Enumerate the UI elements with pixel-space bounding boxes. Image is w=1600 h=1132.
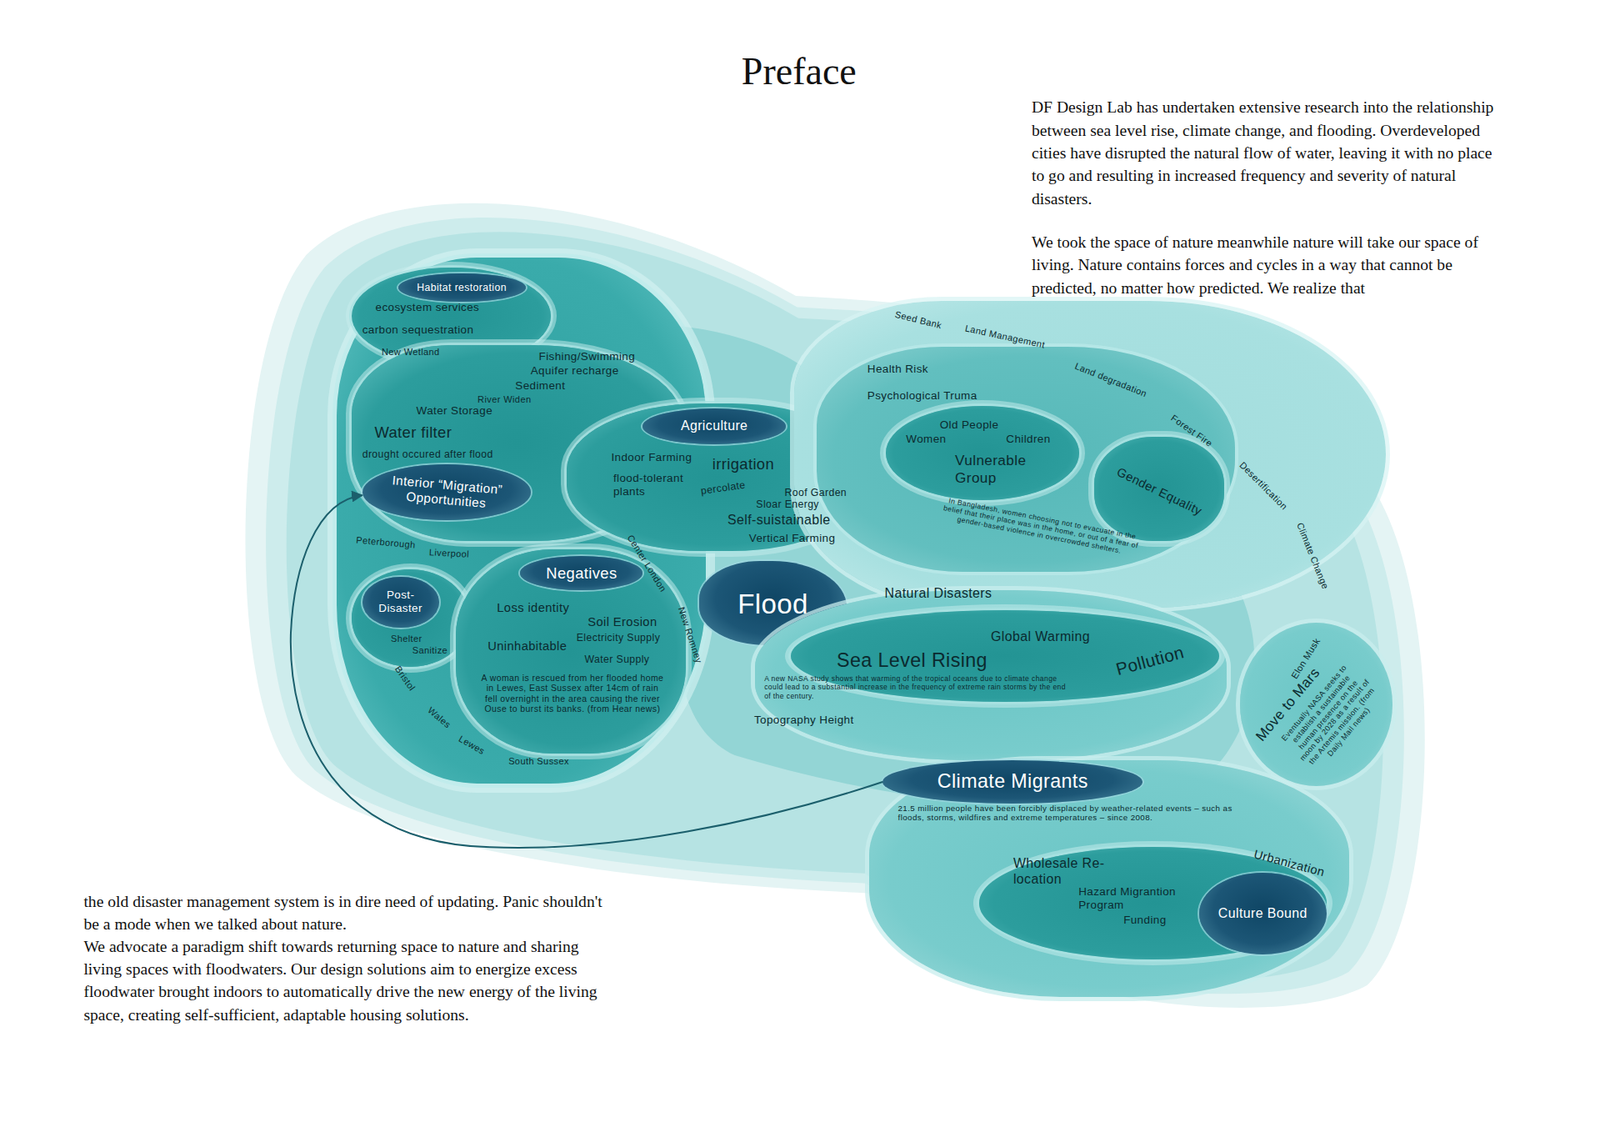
region-bubble: Health RiskPsychological TrumaIn Banglad… — [816, 346, 1235, 571]
region-bubble: Seed BankLand ManagementLand degradation… — [794, 300, 1386, 607]
keyword-label: Global Warming — [990, 629, 1090, 645]
dark-bubble: Interior “Migration” Opportunities — [362, 464, 531, 520]
region-bubble: Natural DisastersA new NASA study shows … — [755, 590, 1227, 760]
body-paragraph: We took the space of nature meanwhile na… — [1031, 230, 1504, 300]
keyword-label: Funding — [1123, 913, 1166, 927]
note-text: A woman is rescued from her flooded home… — [479, 672, 665, 715]
keyword-label: Women — [905, 432, 946, 446]
keyword-label: Seed Bank — [894, 309, 944, 332]
keyword-label: River Widen — [477, 394, 531, 405]
keyword-label: Gender Equality — [1114, 465, 1205, 519]
keyword-label: Fishing/Swimming — [539, 350, 636, 364]
body-paragraph: DF Design Lab has undertaken extensive r… — [1031, 95, 1504, 210]
keyword-label: Self-suistainable — [727, 512, 831, 529]
region-bubble: ShelterSanitize Post- Disaster — [351, 569, 470, 666]
keyword-label: carbon sequestration — [362, 323, 475, 337]
keyword-label: Roof Garden — [785, 486, 847, 499]
outer-band — [265, 217, 1405, 994]
keyword-label: Indoor Farming — [610, 450, 692, 465]
note-text: Vulnerable Group — [955, 451, 1057, 485]
keyword-label: Water Supply — [585, 653, 650, 665]
keyword-label: Children — [1005, 432, 1050, 446]
page-title: Preface — [741, 49, 857, 94]
note-text: Hazard Migrantion Program — [1078, 885, 1191, 912]
keyword-label: Climate Change — [1294, 521, 1331, 591]
bubble-title: Interior “Migration” Opportunities — [360, 470, 531, 515]
region-bubble: Gender Equality — [1094, 436, 1225, 541]
keyword-label: South Sussex — [508, 755, 570, 767]
bubble-title: Flood — [699, 586, 848, 620]
keyword-label: Shelter — [390, 633, 423, 645]
keyword-label: irrigation — [712, 455, 775, 474]
bubble-title: Agriculture — [642, 418, 785, 435]
keyword-label: Soil Erosion — [587, 615, 657, 630]
region-bubble: Elon MuskMove to MarsEventually NASA see… — [1240, 622, 1394, 786]
keyword-label: Uninhabitable — [487, 639, 567, 654]
note-text: flood-tolerant plants — [613, 471, 705, 499]
keyword-label: Liverpool — [428, 546, 470, 560]
dark-bubble: Culture Bound — [1199, 872, 1327, 955]
keyword-label: Peterborough — [355, 535, 416, 551]
keyword-label: Desertification — [1237, 459, 1290, 512]
keyword-label: Sanitize — [412, 645, 448, 656]
dark-bubble: Negatives — [520, 555, 643, 590]
keyword-label: Pollution — [1114, 642, 1187, 680]
keyword-label: Water Storage — [416, 404, 493, 418]
note-text: A new NASA study shows that warming of t… — [764, 674, 1070, 700]
keyword-label: Water filter — [374, 423, 452, 442]
keyword-label: Wales — [425, 704, 453, 730]
dark-bubble: Climate Migrants — [882, 760, 1143, 803]
bubble-title: Negatives — [520, 564, 643, 583]
keyword-label: ecosystem services — [375, 300, 480, 315]
keyword-label: Natural Disasters — [885, 585, 993, 602]
keyword-label: Lewes — [456, 733, 487, 757]
keyword-label: Aquifer recharge — [530, 364, 620, 378]
keyword-label: Topography Height — [754, 713, 855, 727]
keyword-label: New Wetland — [381, 346, 440, 358]
note-text: 21.5 million people have been forcibly d… — [898, 803, 1245, 823]
region-bubble: Old PeopleWomen ChildrenVulnerable Group — [885, 405, 1080, 500]
keyword-label: Old People — [940, 418, 1000, 432]
region-bubble: 21.5 million people have been forcibly d… — [869, 760, 1350, 997]
keyword-label: Psychological Truma — [867, 389, 978, 403]
bubble-title: Post- Disaster — [362, 589, 440, 616]
keyword-label: Sediment — [515, 379, 565, 393]
dark-bubble: Habitat restoration — [398, 273, 526, 302]
dark-bubble: Agriculture — [642, 408, 785, 445]
keyword-label: Loss identity — [496, 600, 570, 615]
bubble-title: Habitat restoration — [398, 281, 526, 294]
keyword-label: Sea Level Rising — [836, 649, 988, 672]
keyword-label: Vertical Farming — [749, 531, 836, 545]
keyword-label: percolate — [700, 478, 746, 497]
outer-glow — [245, 203, 1425, 1008]
bubble-title: Culture Bound — [1199, 905, 1327, 922]
bubble-title: Climate Migrants — [882, 770, 1143, 793]
note-text: Wholesale Re- location — [1013, 855, 1131, 888]
keyword-label: Health Risk — [867, 362, 929, 376]
body-paragraph: the old disaster management system is in… — [83, 890, 616, 936]
keyword-label: Bristol — [392, 664, 418, 694]
body-paragraph: We advocate a paradigm shift towards ret… — [83, 935, 616, 1027]
keyword-label: drought occured after flood — [362, 448, 494, 460]
dark-bubble: Post- Disaster — [362, 576, 440, 628]
keyword-label: Electricity Supply — [576, 631, 660, 644]
keyword-label: Sloar Energy — [755, 498, 820, 510]
